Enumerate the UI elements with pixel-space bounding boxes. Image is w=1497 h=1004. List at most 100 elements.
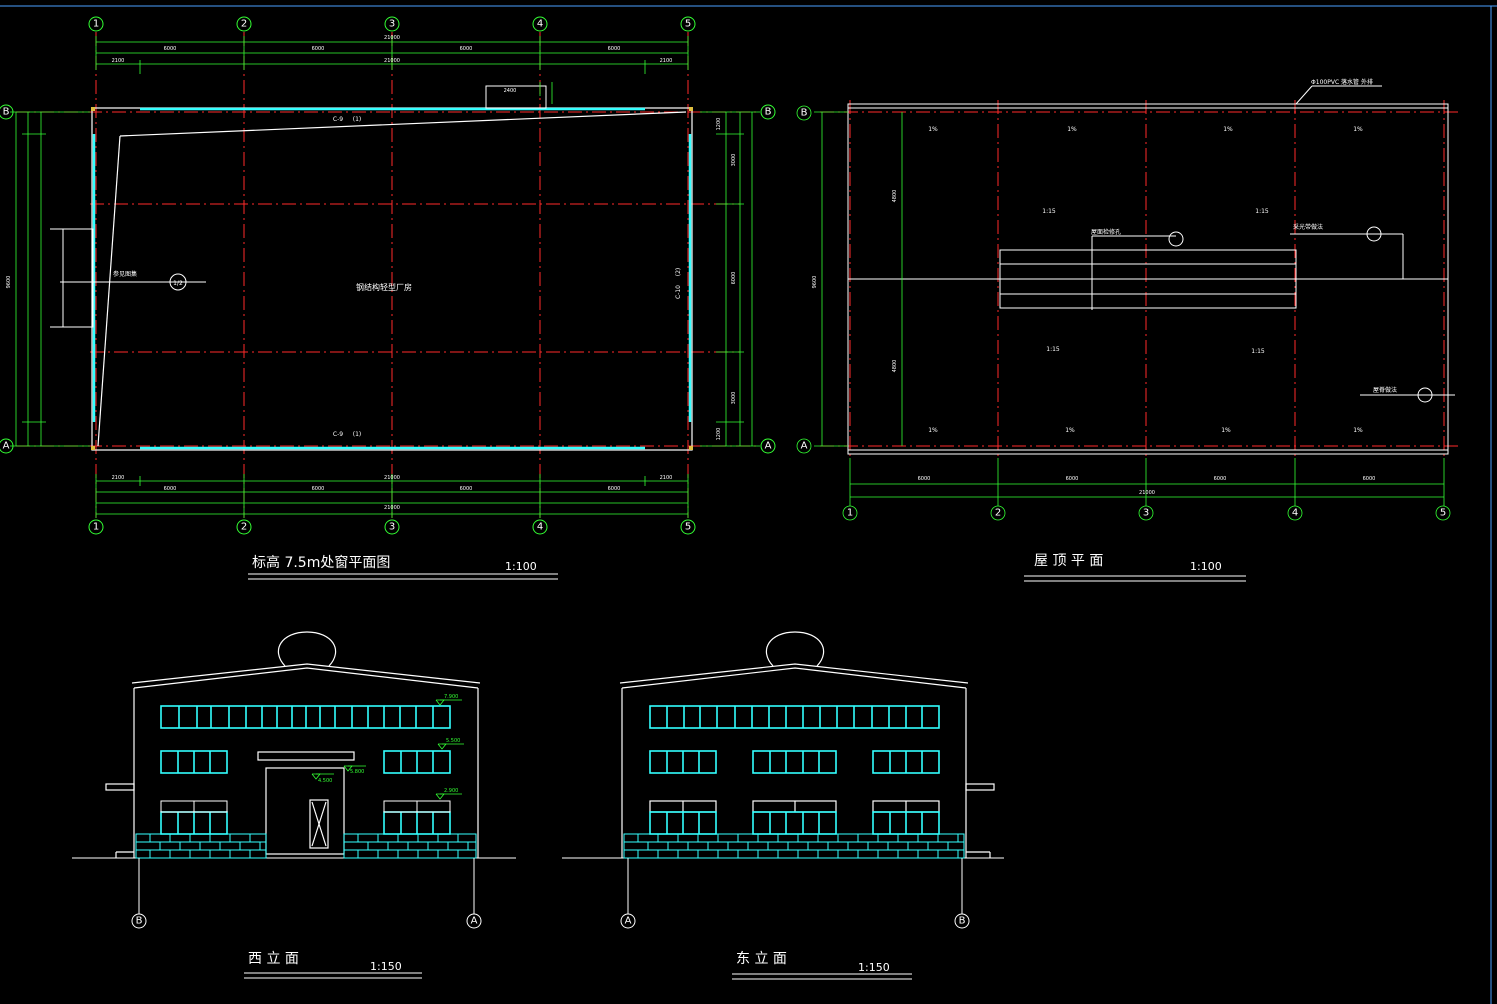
plan-axis-label-B-right: B bbox=[765, 107, 772, 118]
roof-top-note: Φ100PVC 落水管 外排 bbox=[1311, 78, 1373, 86]
plan-dim-bottom-1: 6000 bbox=[164, 486, 177, 492]
roof-dim-1: 6000 bbox=[918, 476, 931, 482]
roof-slope-3: 1% bbox=[1223, 126, 1233, 133]
plan-axis-label-A-left: A bbox=[3, 441, 10, 452]
roof-dim-3: 6000 bbox=[1214, 476, 1227, 482]
west-scale: 1:150 bbox=[370, 960, 402, 973]
roof-note-1: 屋面检修孔 bbox=[1091, 228, 1121, 236]
plan-center-text: 钢结构轻型厂房 bbox=[356, 282, 412, 292]
plan-window-mark-top: C-9 bbox=[333, 116, 343, 123]
roof-dim-left-lower: 4800 bbox=[892, 360, 898, 373]
plan-dim-sub-left: 2100 bbox=[112, 58, 125, 64]
west-elev-7900: 7.900 bbox=[444, 694, 458, 700]
west-windows bbox=[160, 705, 451, 835]
plan-dim-top-2: 6000 bbox=[312, 46, 325, 52]
west-elev-2900: 2.900 bbox=[444, 788, 458, 794]
plan-dim-sub-right: 2100 bbox=[660, 58, 673, 64]
roof-axis-label-4: 4 bbox=[1292, 508, 1298, 519]
roof-slope-1: 1% bbox=[928, 126, 938, 133]
west-elevation: B A 7.900 5.500 2.900 5.800 4.500 西 立 面 … bbox=[72, 631, 516, 979]
plan-dim-overall-bottom: 21000 bbox=[384, 505, 400, 511]
roof-axis-label-3: 3 bbox=[1143, 508, 1149, 519]
plan-dim-top-3: 6000 bbox=[460, 46, 473, 52]
roof-ratio-4: 1:15 bbox=[1251, 348, 1265, 355]
roof-note-2: 采光带做法 bbox=[1293, 223, 1323, 231]
roof-dim-2: 6000 bbox=[1066, 476, 1079, 482]
plan-axis-label-bottom-1: 1 bbox=[93, 522, 99, 533]
plan-dim-right-5: 1200 bbox=[716, 428, 722, 441]
plan-window-num-top: (1) bbox=[353, 116, 362, 123]
plan-axis-label-2: 2 bbox=[241, 19, 247, 30]
plan-dim-bottom-4: 6000 bbox=[608, 486, 621, 492]
plan-dim-top-box: 2400 bbox=[504, 88, 517, 94]
east-elevation: A B 东 立 面 1:150 bbox=[562, 631, 1004, 980]
roof-slope-2: 1% bbox=[1067, 126, 1077, 133]
roof-slope-8: 1% bbox=[1353, 427, 1363, 434]
plan-axis-label-B-left: B bbox=[3, 107, 10, 118]
plan-window-num-bottom: (1) bbox=[353, 431, 362, 438]
plan-axis-label-bottom-3: 3 bbox=[389, 522, 395, 533]
roof-slope-4: 1% bbox=[1353, 126, 1363, 133]
west-brick-base bbox=[135, 833, 477, 859]
west-elev-5500: 5.500 bbox=[446, 738, 460, 744]
roof-axis-label-5: 5 bbox=[1440, 508, 1446, 519]
roof-axis-label-A: A bbox=[801, 441, 808, 452]
roof-dim-4: 6000 bbox=[1363, 476, 1376, 482]
plan-axis-label-bottom-2: 2 bbox=[241, 522, 247, 533]
plan-dim-bottom-sub-right: 2100 bbox=[660, 475, 673, 481]
east-windows bbox=[649, 705, 940, 835]
plan-dim-top-1: 6000 bbox=[164, 46, 177, 52]
plan-dim-right-4: 3000 bbox=[731, 392, 737, 405]
roof-note-3: 屋脊做法 bbox=[1373, 386, 1397, 394]
roof-ratio-3: 1:15 bbox=[1046, 346, 1060, 353]
east-scale: 1:150 bbox=[858, 961, 890, 974]
plan-dim-top-4: 6000 bbox=[608, 46, 621, 52]
east-brick-base bbox=[623, 833, 965, 859]
viewport-border bbox=[0, 5, 1497, 1004]
plan-dim-left-overall: 9600 bbox=[6, 276, 12, 289]
plan-dim-right-2: 3000 bbox=[731, 154, 737, 167]
east-title: 东 立 面 bbox=[736, 951, 787, 967]
plan-window-mark-right: C-10 bbox=[675, 285, 682, 299]
roof-ratio-1: 1:15 bbox=[1042, 208, 1056, 215]
plan-dim-bottom-sub-left: 2100 bbox=[112, 475, 125, 481]
roof-ratio-2: 1:15 bbox=[1255, 208, 1269, 215]
plan-axis-label-A-right: A bbox=[765, 441, 772, 452]
roof-dim-overall: 21000 bbox=[1139, 490, 1155, 496]
roof-slope-6: 1% bbox=[1065, 427, 1075, 434]
plan-scale: 1:100 bbox=[505, 560, 537, 573]
plan-dim-right-3: 6000 bbox=[731, 272, 737, 285]
plan-dim-right-1: 1200 bbox=[716, 118, 722, 131]
plan-dim-bottom-3: 6000 bbox=[460, 486, 473, 492]
plan-view: 1 2 3 4 5 1 2 3 4 5 B A B A 6000 6000 60… bbox=[0, 16, 776, 580]
east-axis-label-B: B bbox=[959, 916, 966, 927]
roof-axis-label-1: 1 bbox=[847, 508, 853, 519]
plan-axis-label-bottom-4: 4 bbox=[537, 522, 543, 533]
roof-slope-5: 1% bbox=[928, 427, 938, 434]
plan-dim-sub-mid: 21000 bbox=[384, 58, 400, 64]
roof-dim-left-upper: 4800 bbox=[892, 190, 898, 203]
roof-title: 屋 顶 平 面 bbox=[1034, 553, 1103, 569]
plan-axis-label-3: 3 bbox=[389, 19, 395, 30]
plan-dim-overall-top: 21000 bbox=[384, 35, 400, 41]
plan-window-mark-bottom: C-9 bbox=[333, 431, 343, 438]
plan-axis-label-bottom-5: 5 bbox=[685, 522, 691, 533]
plan-axis-label-5: 5 bbox=[685, 19, 691, 30]
plan-title: 标高 7.5m处窗平面图 bbox=[252, 554, 390, 571]
west-axis-label-B: B bbox=[136, 916, 143, 927]
west-elev-5800: 5.800 bbox=[350, 769, 364, 775]
plan-dim-bottom-2: 6000 bbox=[312, 486, 325, 492]
east-axis-label-A: A bbox=[625, 916, 632, 927]
west-elev-4500: 4.500 bbox=[318, 778, 332, 784]
roof-scale: 1:100 bbox=[1190, 560, 1222, 573]
roof-axis-label-B: B bbox=[801, 108, 808, 119]
plan-dim-bottom-sub-mid: 21000 bbox=[384, 475, 400, 481]
roof-plan-view: 1 2 3 4 5 B A 1% 1% 1% 1% 1% 1% 1% 1% 1:… bbox=[796, 78, 1462, 582]
roof-axis-label-2: 2 bbox=[995, 508, 1001, 519]
plan-axis-label-4: 4 bbox=[537, 19, 543, 30]
roof-dim-left-overall: 9600 bbox=[812, 276, 818, 289]
west-axis-label-A: A bbox=[471, 916, 478, 927]
roof-slope-7: 1% bbox=[1221, 427, 1231, 434]
plan-note-left: 参见图集 bbox=[113, 270, 137, 278]
